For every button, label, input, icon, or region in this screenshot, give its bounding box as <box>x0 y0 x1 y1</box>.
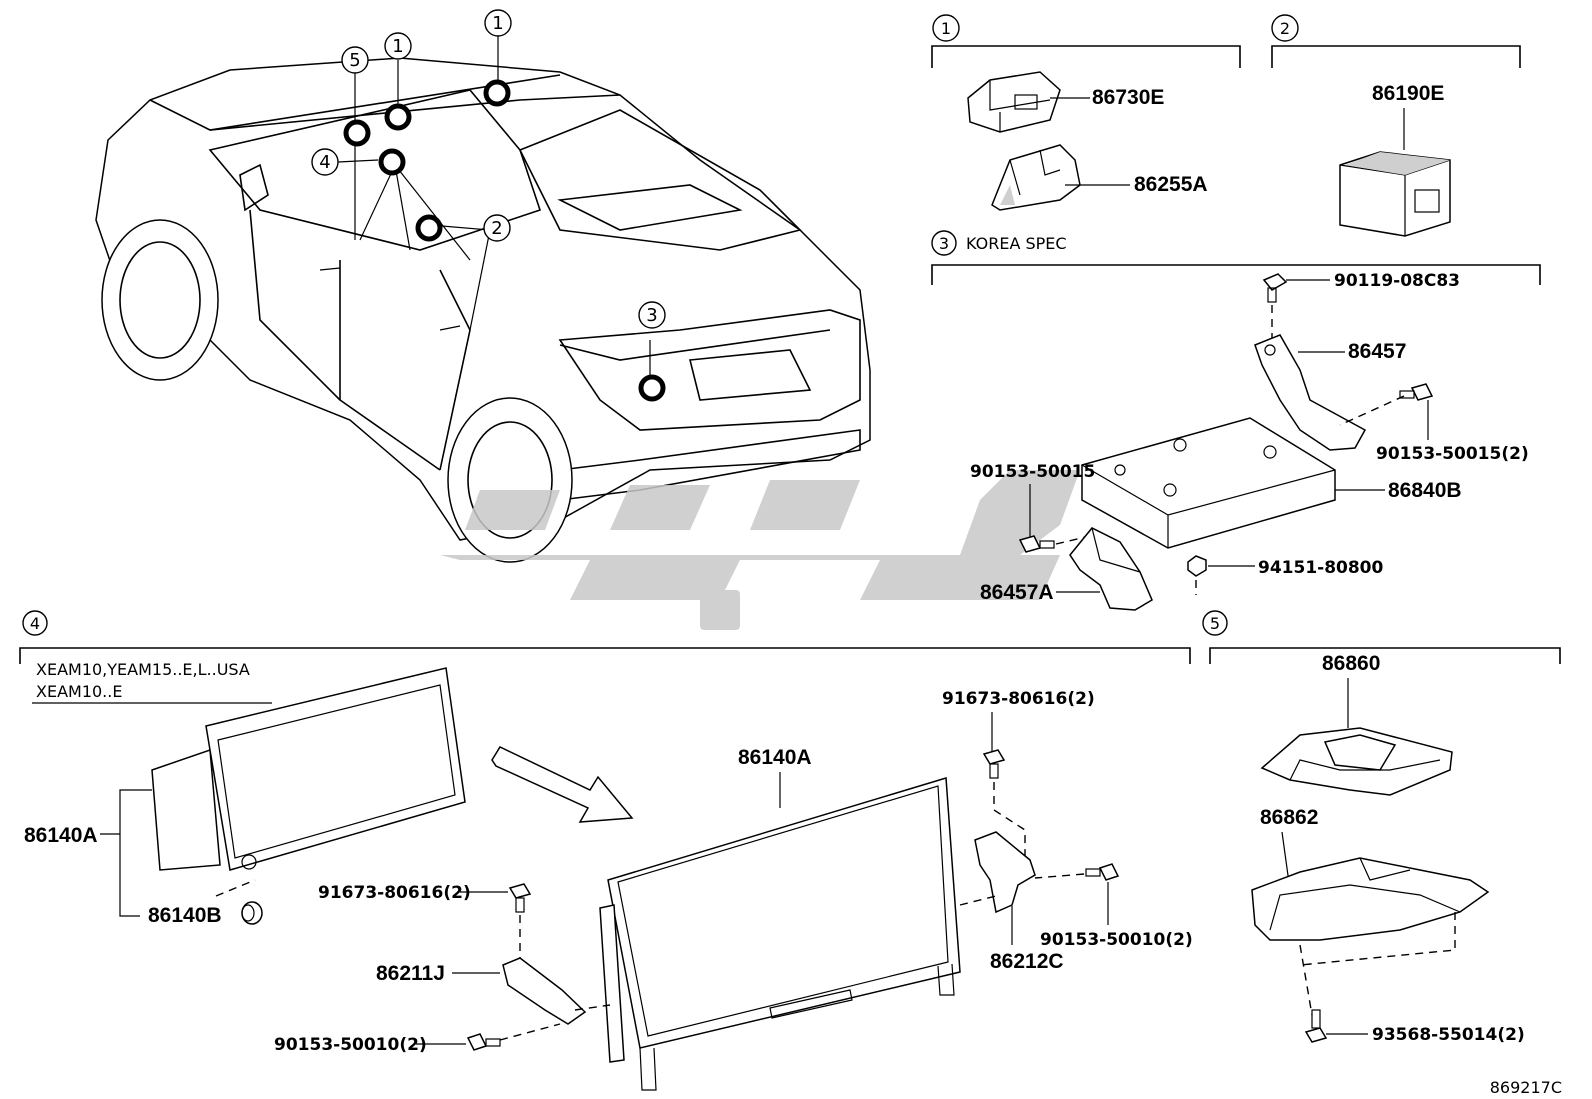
section-3-label: 3 <box>939 234 949 253</box>
nut-94151-drawing <box>1187 555 1207 577</box>
bolt-91673-left-drawing <box>508 883 532 913</box>
bolt-91673-right-drawing <box>982 749 1006 779</box>
callout-5: 5 <box>349 50 360 71</box>
part-86860: 86860 <box>1322 652 1380 675</box>
part-86211j: 86211J <box>376 962 445 985</box>
part-90119-08c83: 90119-08C83 <box>1334 271 1460 291</box>
part-94151-80800: 94151-80800 <box>1258 558 1384 578</box>
part-90153-50015-2: 90153-50015(2) <box>1376 444 1529 464</box>
figure-code: 869217C <box>1490 1078 1562 1097</box>
bolt-90153-right-drawing <box>1399 383 1434 401</box>
part-86140a-large: 86140A <box>738 746 812 769</box>
bolt-90119-drawing <box>1262 273 1288 303</box>
bolt-90153-left-drawing <box>1018 535 1055 553</box>
part-86140b: 86140B <box>148 904 222 927</box>
part-91673-80616-2-left: 91673-80616(2) <box>318 883 471 903</box>
section-2-label: 2 <box>1280 19 1290 38</box>
bracket-86212c-drawing <box>974 831 1036 914</box>
switch-86730e-drawing <box>967 71 1061 133</box>
note-variant-1: XEAM10,YEAM15..E,L..USA <box>36 660 250 679</box>
part-91673-80616-2-right: 91673-80616(2) <box>942 689 1095 709</box>
vehicle-illustration <box>95 35 871 563</box>
part-86212c: 86212C <box>990 950 1064 973</box>
section-2: 2 86190E <box>1271 14 1521 237</box>
callout-1a: 1 <box>492 13 503 34</box>
part-90153-50010-2-right: 90153-50010(2) <box>1040 930 1193 950</box>
watermark-logo <box>440 470 1080 630</box>
section-4: 4 XEAM10,YEAM15..E,L..USA XEAM10..E 8614… <box>19 610 1193 1091</box>
part-90153-50015: 90153-50015 <box>970 462 1095 482</box>
location-markers <box>343 79 666 402</box>
section-4-label: 4 <box>30 614 40 633</box>
section-3: 3 KOREA SPEC 90119-08C83 86457 90153-500… <box>931 230 1541 611</box>
part-86255a: 86255A <box>1134 173 1208 196</box>
section-3-title: KOREA SPEC <box>966 234 1067 253</box>
callout-2: 2 <box>491 218 502 239</box>
part-86862: 86862 <box>1260 806 1318 829</box>
callout-4: 4 <box>319 152 330 173</box>
part-86840b: 86840B <box>1388 479 1462 502</box>
section-5-label: 5 <box>1210 614 1220 633</box>
callout-3: 3 <box>646 305 657 326</box>
section-1: 1 86730E 86255A <box>931 14 1241 211</box>
usb-port-86190e-drawing <box>1339 151 1451 237</box>
knob-86140b-drawing <box>241 901 263 925</box>
bracket-86862-drawing <box>1251 857 1490 941</box>
bolt-90153-50010-right-drawing <box>1085 863 1120 881</box>
bolt-93568-drawing <box>1304 1009 1328 1043</box>
part-86140a-small: 86140A <box>24 824 98 847</box>
display-small-drawing <box>151 667 466 871</box>
vehicle-callouts: 1 1 5 4 2 3 <box>311 9 666 329</box>
part-86457: 86457 <box>1348 340 1406 363</box>
bracket-86211j-drawing <box>502 957 587 1025</box>
part-86190e: 86190E <box>1372 82 1444 105</box>
module-86840b-drawing <box>1081 417 1336 549</box>
module-86860-drawing <box>1260 727 1453 796</box>
part-90153-50010-2-left: 90153-50010(2) <box>274 1035 427 1055</box>
bracket-86457a-drawing <box>1069 527 1153 611</box>
direction-arrow <box>491 746 634 823</box>
section-1-label: 1 <box>941 19 951 38</box>
part-86730e: 86730E <box>1092 86 1164 109</box>
part-93568-55014-2: 93568-55014(2) <box>1372 1025 1525 1045</box>
display-large-drawing <box>599 777 961 1091</box>
section-5: 5 86860 86862 93568-55014(2) <box>1202 610 1561 1045</box>
bolt-90153-50010-left-drawing <box>466 1033 501 1051</box>
bracket-86457-drawing <box>1254 334 1367 451</box>
callout-1b: 1 <box>392 36 403 57</box>
note-variant-2: XEAM10..E <box>36 682 122 701</box>
bezel-86255a-drawing <box>991 144 1081 211</box>
part-86457a: 86457A <box>980 581 1054 604</box>
